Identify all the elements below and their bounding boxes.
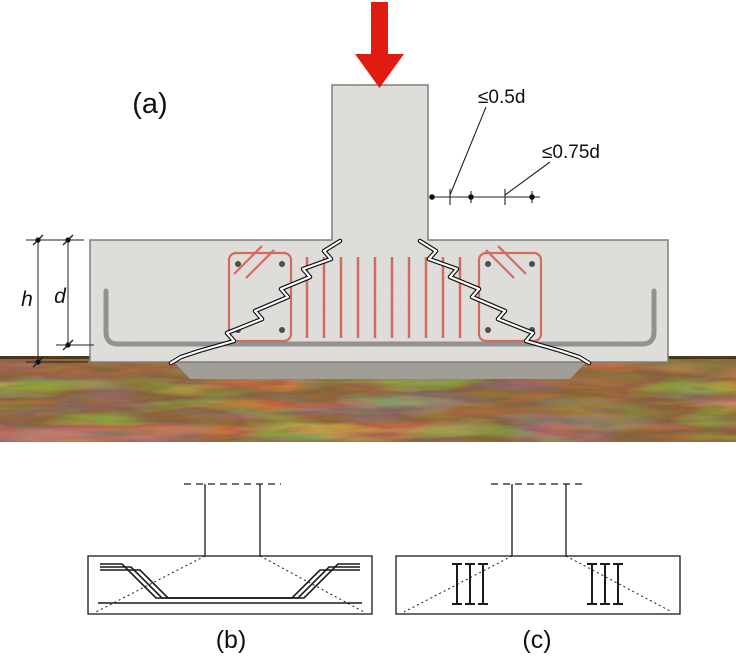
stirrup-cage-right xyxy=(477,251,543,343)
punching-reinforcement xyxy=(227,245,543,343)
label-stirrup-spacing: ≤0.75d xyxy=(542,142,600,163)
dim-end-dots xyxy=(35,237,71,365)
stirrup-legs-middle xyxy=(305,257,462,338)
load-arrow-shaft xyxy=(371,2,388,56)
c-footing-outline xyxy=(395,555,681,615)
shear-cracks xyxy=(168,238,592,366)
label-part-a: (a) xyxy=(132,88,167,120)
c-stirrup-groups xyxy=(452,563,623,605)
b-bent-bars xyxy=(100,563,360,599)
stirrup-hatch-left xyxy=(233,245,275,279)
concrete-body xyxy=(89,84,669,363)
stirrup-cage-left xyxy=(227,251,293,343)
subfigure-c xyxy=(395,483,681,615)
stirrup-hatch-right xyxy=(485,245,527,279)
label-overall-depth: h xyxy=(21,288,33,311)
leader-075d xyxy=(504,161,551,196)
subfigure-b xyxy=(87,483,373,615)
c-punching-cone xyxy=(403,555,673,613)
crack-left-core xyxy=(169,239,342,365)
load-arrow-head xyxy=(355,54,404,88)
crack-right-core xyxy=(418,239,591,365)
c-stirrup-group-right xyxy=(587,563,623,605)
label-part-c: (c) xyxy=(522,626,551,654)
label-effective-depth: d xyxy=(54,285,67,308)
concrete-texture xyxy=(90,85,668,362)
label-part-b: (b) xyxy=(216,626,247,654)
b-footing-outline xyxy=(87,555,373,615)
leader-05d xyxy=(449,106,487,196)
spacing-dots xyxy=(429,194,535,200)
load-arrow xyxy=(355,2,404,88)
b-punching-cone xyxy=(95,555,365,613)
main-bottom-rebar xyxy=(103,288,657,347)
c-stirrup-group-left xyxy=(452,563,488,605)
spacing-annotation xyxy=(430,106,551,205)
blinding-layer xyxy=(172,360,588,379)
label-first-stirrup-offset: ≤0.5d xyxy=(478,87,525,108)
